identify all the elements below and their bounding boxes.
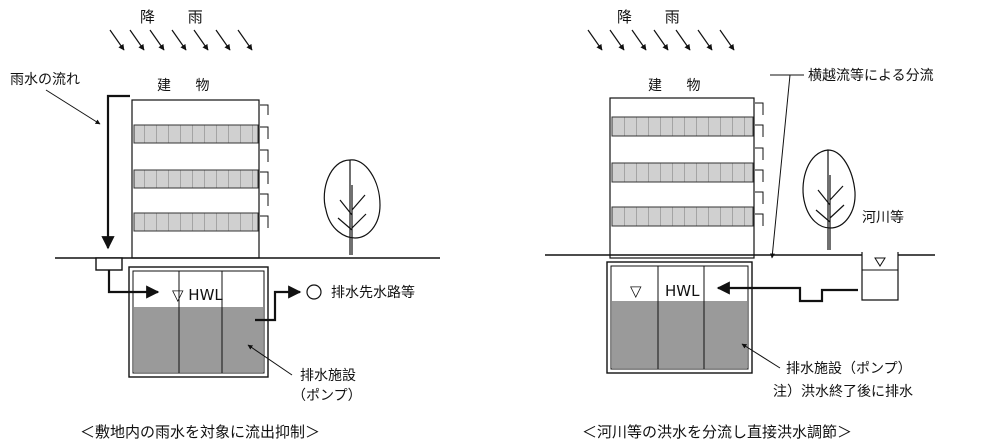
left-inflow-arrow: [107, 270, 160, 299]
left-flow-leader: [45, 89, 101, 125]
left-tree: [323, 159, 381, 255]
left-inlet-box: [95, 257, 123, 271]
right-diversion-leader: [769, 74, 791, 259]
left-caption: ＜敷地内の雨水を対象に流出抑制＞: [80, 423, 320, 441]
right-storage-tank: [606, 261, 753, 374]
right-water-fill: [612, 301, 747, 368]
left-outlet-label: 排水先水路等: [331, 284, 415, 301]
left-rain-label: 降 雨: [140, 8, 217, 26]
left-storage-tank: [128, 266, 269, 378]
right-diversion-flow-arrow: [716, 281, 858, 303]
right-building-label: 建 物: [648, 78, 710, 94]
right-facility-leader: [741, 343, 781, 369]
right-note: 注）洪水終了後に排水: [773, 384, 913, 400]
left-water-fill: [134, 307, 263, 372]
left-hwl-label: ▽ HWL: [172, 286, 223, 304]
left-building-label: 建 物: [157, 78, 219, 94]
left-building: [131, 99, 269, 259]
left-rain-arrows: [109, 29, 253, 51]
left-facility-line2: （ポンプ）: [292, 388, 362, 404]
right-tree: [802, 149, 856, 250]
right-diversion-label: 横越流等による分流: [808, 67, 934, 84]
left-downpipe: [101, 94, 130, 250]
right-hwl-symbol: ▽: [630, 282, 642, 300]
left-diagram: 降 雨 雨水の流れ 建 物: [10, 8, 440, 441]
right-diagram: 降 雨 建 物 横越流等による分流 河川等: [545, 8, 935, 441]
left-outlet-circle: [306, 284, 322, 300]
right-facility-label: 排水施設（ポンプ）: [786, 361, 912, 377]
right-river-label: 河川等: [862, 209, 904, 226]
left-outflow-arrow: [255, 285, 302, 322]
right-hwl-text: HWL: [665, 282, 700, 300]
right-river-channel: [861, 252, 899, 301]
right-river-water-level-icon: [874, 257, 886, 267]
right-building: [609, 97, 764, 259]
left-facility-line1: 排水施設: [300, 368, 356, 384]
left-facility-leader: [247, 344, 293, 376]
right-rain-label: 降 雨: [617, 8, 694, 26]
right-rain-arrows: [587, 29, 735, 51]
right-caption: ＜河川等の洪水を分流し直接洪水調節＞: [582, 423, 852, 441]
left-flow-label: 雨水の流れ: [10, 72, 80, 88]
